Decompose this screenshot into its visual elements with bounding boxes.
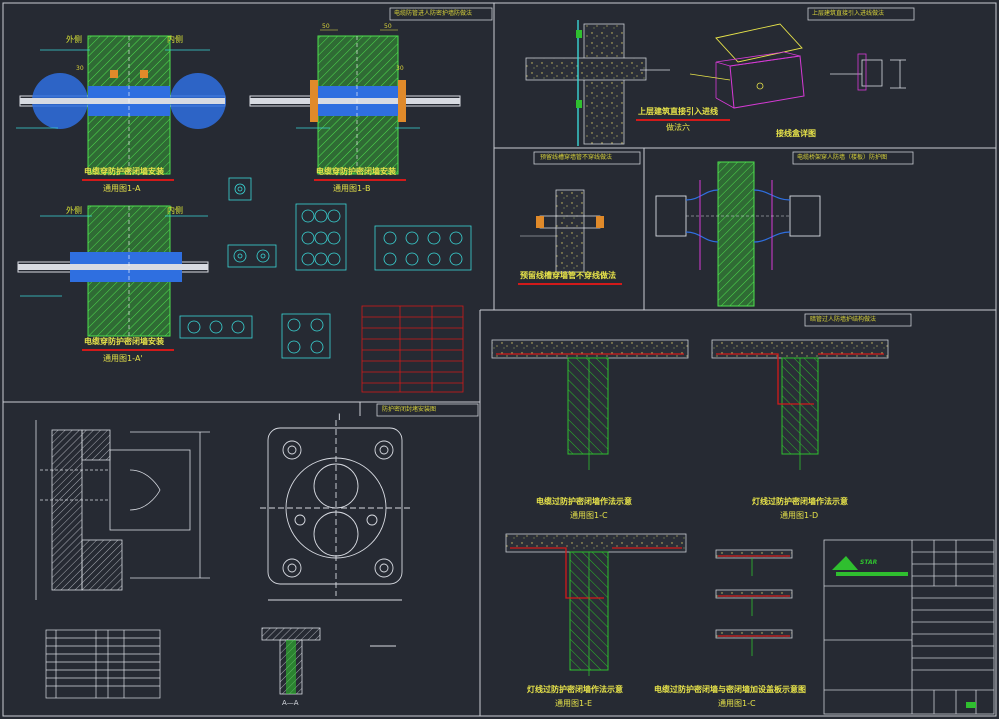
caption-fig-1b: 电缆穿防护密闭墙安装 xyxy=(316,167,396,176)
caption-fig-1e: 灯线过防护密闭墙作法示意 xyxy=(527,685,623,694)
figure-1e-section xyxy=(505,533,687,676)
caption-fig-1a: 电缆穿防护密闭墙安装 xyxy=(84,167,164,176)
dim-30-right: 30 xyxy=(396,65,404,72)
caption-upper-entry: 上层建筑直接引入进线 xyxy=(638,107,718,116)
header-concealed-pipe: 暗管过人防墙护结构做法 xyxy=(810,316,877,323)
header-upper-entry: 上层建筑直接引入进线做法 xyxy=(812,10,885,17)
caption-fig-1c: 电缆过防护密闭墙作法示意 xyxy=(536,497,632,506)
material-table-red xyxy=(361,305,464,393)
figure-reserved-tray xyxy=(520,189,604,273)
caption-junction-box: 接线盒详图 xyxy=(776,129,816,138)
header-cable-wall-protection: 电缆防管进人防密护墙防做法 xyxy=(394,10,473,17)
caption-underline xyxy=(82,349,174,351)
figure-section-aa xyxy=(261,627,396,695)
figure-1a-wall-section xyxy=(16,35,226,175)
subcaption-method-six: 做法六 xyxy=(666,123,690,132)
subcaption-fig-1e: 通用图1-E xyxy=(555,699,593,708)
figure-1b-wall-section xyxy=(249,29,461,175)
section-marker-i: I xyxy=(338,413,341,423)
caption-fig-1f: 电缆过防护密闭墙与密闭墙加设盖板示意图 xyxy=(654,685,806,694)
subcaption-fig-1c: 通用图1-C xyxy=(570,511,608,520)
figure-1f-section xyxy=(715,549,793,656)
header-blast-well: 防护密闭封堵安装图 xyxy=(382,406,437,413)
parts-list-table xyxy=(45,629,161,699)
figure-upper-entry xyxy=(525,20,670,146)
caption-underline xyxy=(314,179,406,181)
caption-underline xyxy=(82,179,174,181)
figure-cable-tray-wall xyxy=(655,161,821,307)
caption-fig-1d: 灯线过防护密闭墙作法示意 xyxy=(752,497,848,506)
label-inner-side-2: 内侧 xyxy=(167,206,183,215)
header-cable-tray-wall: 电缆桥架穿人防墙（楼板）防护图 xyxy=(797,154,888,161)
figure-blast-well-section xyxy=(35,420,210,600)
label-inner-side: 内侧 xyxy=(167,35,183,44)
title-block xyxy=(823,539,995,715)
caption-reserved-tray: 预留线槽穿墙管不穿线做法 xyxy=(520,271,616,280)
panel-headers xyxy=(376,7,915,417)
subcaption-fig-1a: 通用图1-A xyxy=(103,184,141,193)
caption-underline xyxy=(518,283,622,285)
dim-50-right: 50 xyxy=(384,23,392,30)
figure-blast-well-plan xyxy=(260,420,410,601)
figure-junction-box xyxy=(689,23,805,109)
dim-30-left: 30 xyxy=(76,65,84,72)
caption-underline xyxy=(636,119,730,121)
section-label-aa: A—A xyxy=(282,699,299,707)
figure-1d-section xyxy=(711,339,889,470)
caption-fig-1a-prime: 电缆穿防护密闭墙安装 xyxy=(84,337,164,346)
dim-50-left: 50 xyxy=(322,23,330,30)
bolt-plate-details xyxy=(179,177,472,359)
header-reserved-tray: 预留线槽穿墙管不穿线做法 xyxy=(540,154,613,161)
company-logo-text: STAR xyxy=(860,559,878,566)
subcaption-fig-1b: 通用图1-B xyxy=(333,184,371,193)
figure-1c-section xyxy=(491,339,689,470)
company-logo-icon xyxy=(832,556,976,708)
label-outer-side: 外侧 xyxy=(66,35,82,44)
subcaption-fig-1a-prime: 通用图1-A' xyxy=(103,354,143,363)
label-outer-side-2: 外侧 xyxy=(66,206,82,215)
figure-entry-detail-small xyxy=(830,53,906,91)
subcaption-fig-1f: 通用图1-C xyxy=(718,699,756,708)
subcaption-fig-1d: 通用图1-D xyxy=(780,511,819,520)
figure-1a2-wall-section xyxy=(17,205,209,337)
